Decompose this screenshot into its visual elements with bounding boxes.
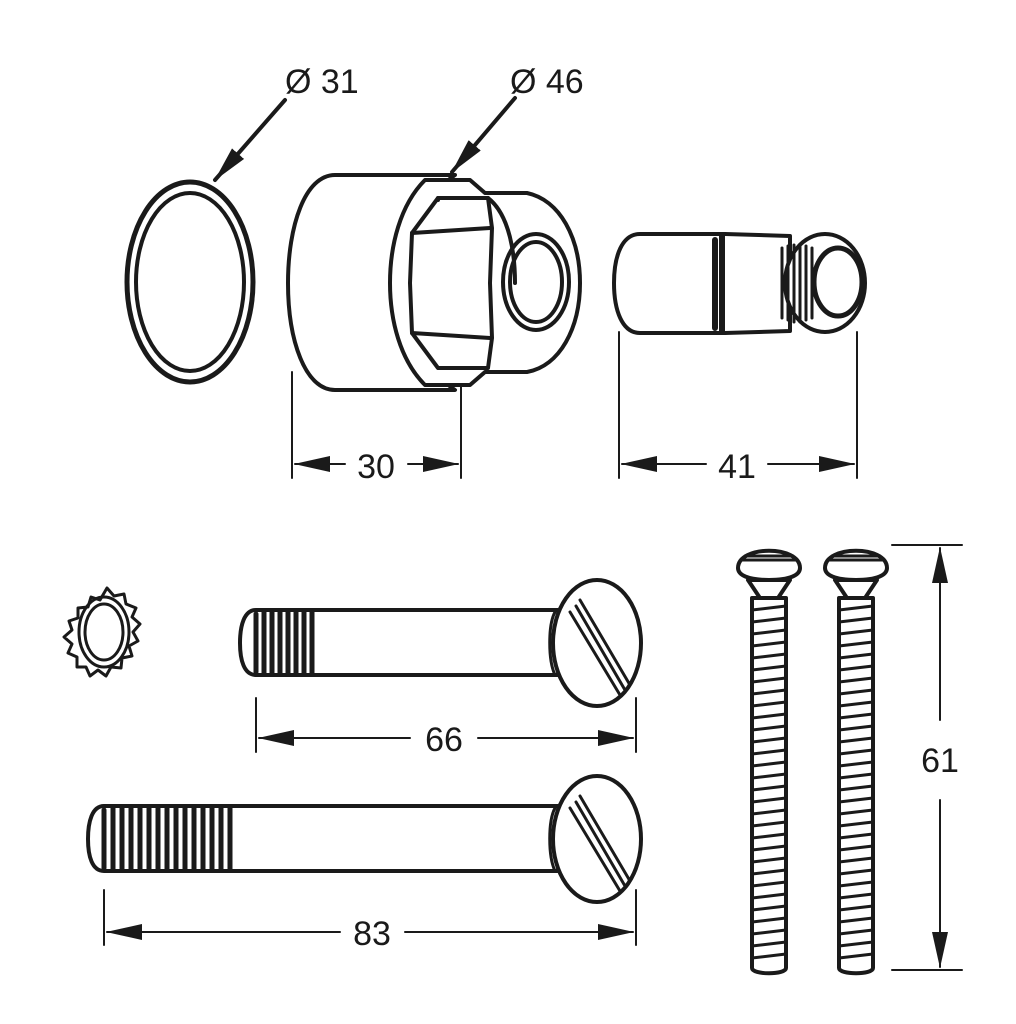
- mounting-screw-1: [736, 548, 802, 976]
- hex-nut-sleeve: [286, 173, 582, 392]
- nut-diameter-label: Ø 46: [510, 63, 584, 101]
- long-screw: [86, 774, 643, 904]
- dim-spindle-length: [618, 331, 858, 479]
- leader-nut-diameter: [450, 96, 517, 174]
- dim-nut-length: [291, 371, 462, 479]
- long-screw-length-label: 83: [353, 915, 391, 953]
- mounting-screw-length-label: 61: [921, 742, 959, 780]
- o-ring: [124, 179, 256, 385]
- dim-mounting-screw: [891, 544, 963, 971]
- dim-long-screw: [103, 889, 637, 946]
- mounting-screw-2: [823, 548, 889, 976]
- spindle-length-label: 41: [718, 448, 756, 486]
- spindle-extension: [612, 232, 867, 335]
- short-screw-length-label: 66: [425, 721, 463, 759]
- ring-diameter-label: Ø 31: [285, 63, 359, 101]
- dim-short-screw: [255, 697, 637, 753]
- nut-length-label: 30: [357, 448, 395, 486]
- lock-washer: [62, 586, 142, 678]
- leader-ring-diameter: [213, 98, 287, 182]
- short-screw: [238, 578, 643, 708]
